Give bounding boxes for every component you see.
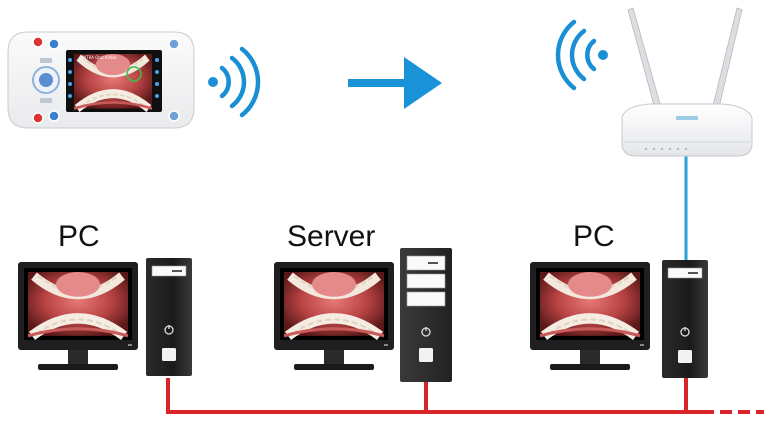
server-tower-icon bbox=[400, 248, 452, 382]
label-server: Server bbox=[287, 220, 376, 253]
label-pc-left: PC bbox=[58, 220, 100, 253]
monitor-icon bbox=[18, 262, 138, 370]
label-pc-right: PC bbox=[573, 220, 615, 253]
wifi-signal-device bbox=[208, 46, 261, 118]
device-screen-title: INTRA Oral Airbar bbox=[82, 55, 117, 60]
pc-tower-icon bbox=[145, 257, 193, 377]
pc-tower-icon bbox=[661, 259, 709, 379]
pc-right bbox=[530, 259, 709, 379]
pc-left bbox=[18, 257, 193, 377]
server bbox=[274, 248, 452, 382]
monitor-icon bbox=[530, 262, 650, 370]
monitor-icon bbox=[274, 262, 394, 370]
wireless-router-icon bbox=[621, 7, 753, 157]
wifi-signal-router bbox=[555, 19, 608, 91]
lan-network-line bbox=[166, 378, 764, 414]
arrow-right-icon bbox=[348, 57, 442, 109]
intraoral-camera-device-icon bbox=[7, 31, 195, 129]
